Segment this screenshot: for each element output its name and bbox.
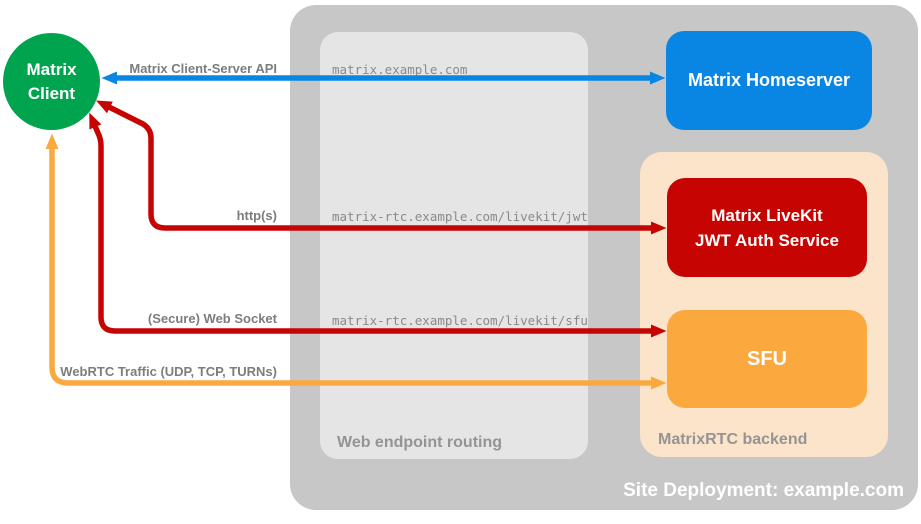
sfu-label: SFU: [747, 347, 787, 370]
web-socket-label: (Secure) Web Socket: [147, 311, 277, 326]
client-label-line2: Client: [27, 83, 76, 103]
webrtc-traffic-label: WebRTC Traffic (UDP, TCP, TURNs): [60, 364, 277, 379]
endpoint-homeserver-url: matrix.example.com: [332, 62, 468, 77]
endpoint-livekit-jwt-url: matrix-rtc.example.com/livekit/jwt: [332, 209, 588, 224]
https-label: http(s): [236, 208, 277, 223]
matrixrtc-backend-label: MatrixRTC backend: [658, 431, 808, 448]
site-deployment-label: Site Deployment: example.com: [623, 480, 904, 501]
livekit-label-line2: JWT Auth Service: [695, 230, 839, 250]
livekit-label-line1: Matrix LiveKit: [711, 205, 823, 225]
web-endpoint-routing-container: Web endpoint routing: [320, 32, 588, 459]
matrix-homeserver-label: Matrix Homeserver: [687, 70, 851, 90]
matrix-homeserver-node: Matrix Homeserver: [666, 31, 872, 130]
matrix-livekit-jwt-node: Matrix LiveKit JWT Auth Service: [667, 178, 867, 277]
client-server-api-label: Matrix Client-Server API: [129, 61, 277, 76]
endpoint-livekit-sfu-url: matrix-rtc.example.com/livekit/sfu: [332, 313, 588, 328]
client-label-line1: Matrix: [26, 59, 77, 79]
sfu-node: SFU: [667, 310, 867, 408]
matrix-client-node: Matrix Client: [3, 33, 100, 130]
web-endpoint-routing-label: Web endpoint routing: [337, 434, 503, 451]
